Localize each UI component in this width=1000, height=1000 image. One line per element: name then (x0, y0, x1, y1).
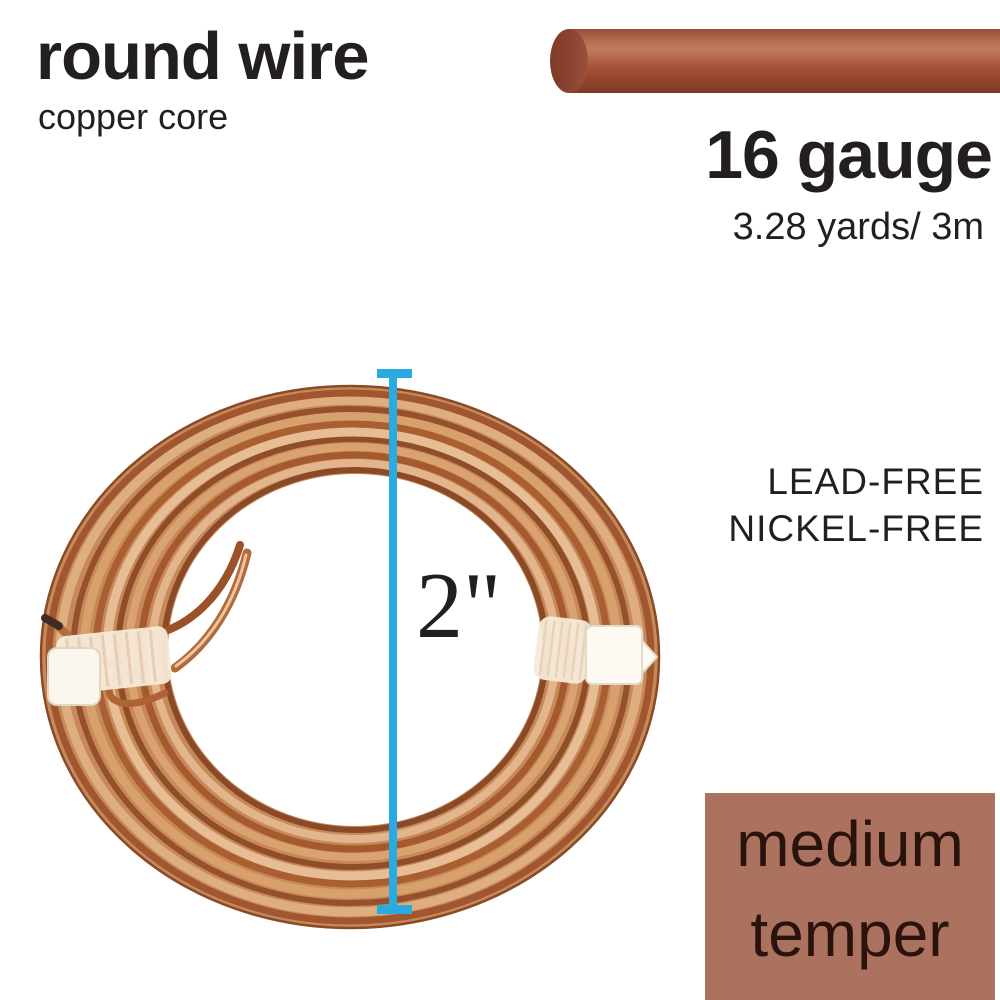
feature-lead-free: LEAD-FREE (767, 461, 984, 502)
page-subtitle: copper core (38, 96, 229, 137)
measure-cap-bottom (377, 905, 412, 914)
left-clip-head (47, 647, 101, 706)
measure-line (389, 370, 397, 914)
wire-rod-illustration (550, 29, 1000, 93)
feature-list: LEAD-FREE NICKEL-FREE (728, 458, 984, 552)
temper-line-2: temper (750, 898, 950, 970)
temper-box: medium temper (705, 793, 995, 1000)
length-label: 3.28 yards/ 3m (732, 206, 984, 248)
temper-line-1: medium (736, 808, 964, 880)
page-title: round wire (36, 19, 369, 94)
feature-nickel-free: NICKEL-FREE (728, 508, 984, 549)
rod-end-cap (550, 29, 588, 93)
left-clip (41, 614, 172, 707)
right-clip-head (585, 625, 643, 685)
gauge-label: 16 gauge (705, 117, 993, 193)
right-clip (533, 616, 659, 685)
rod-body (568, 29, 1000, 93)
measure-label: 2" (416, 554, 502, 658)
wire-coil-photo (39, 384, 661, 930)
